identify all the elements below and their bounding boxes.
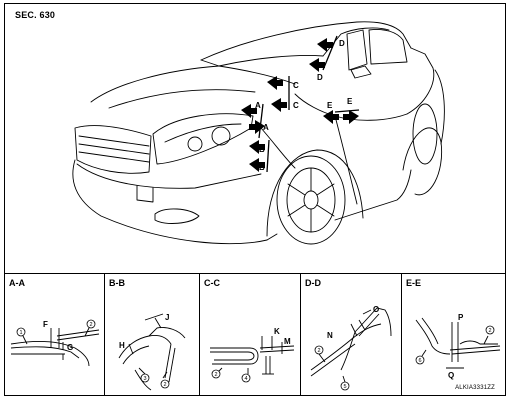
part-number: 2 (89, 322, 92, 328)
part-number: 2 (163, 382, 166, 388)
callout-d-lower: D (317, 73, 323, 82)
dim-q: Q (448, 371, 454, 380)
figure-code: ALKIA3331ZZ (455, 385, 495, 391)
section-panel-b: B-B J H 3 2 (105, 274, 199, 396)
diagram-frame: SEC. 630 (4, 3, 506, 396)
part-number: 3 (143, 376, 146, 382)
panel-title: A-A (9, 278, 25, 288)
part-number: 1 (19, 330, 22, 336)
part-number: 2 (214, 372, 217, 378)
dim-n: N (327, 331, 333, 340)
part-number: 2 (317, 348, 320, 354)
dim-m: M (284, 337, 291, 346)
callout-b-lower: B (259, 163, 265, 172)
callout-e-right: E (347, 97, 353, 106)
dim-k: K (274, 327, 280, 336)
callout-e-left: E (327, 101, 333, 110)
section-panel-d: D-D O N 2 5 (301, 274, 401, 396)
panel-separator (104, 274, 105, 396)
panel-title: E-E (406, 278, 422, 288)
car-illustration: A A B B C C D D E E (72, 21, 445, 245)
part-number: 2 (488, 328, 491, 334)
callout-b-upper: B (259, 145, 265, 154)
dim-p: P (458, 313, 464, 322)
panel-separator (199, 274, 200, 396)
panel-title: B-B (109, 278, 125, 288)
dim-f: F (43, 320, 48, 329)
panel-separator (300, 274, 301, 396)
panel-divider (5, 273, 505, 274)
dim-o: O (373, 305, 379, 314)
part-number: 6 (418, 358, 421, 364)
panel-title: D-D (305, 278, 321, 288)
section-panel-e: E-E P Q 6 2 (402, 274, 505, 396)
callout-c-lower: C (293, 101, 299, 110)
callout-d-upper: D (339, 39, 345, 48)
section-panel-a: A-A F G 1 2 (5, 274, 104, 396)
section-label: SEC. 630 (15, 10, 56, 20)
dim-j: J (165, 313, 169, 322)
callout-a-lower: A (263, 123, 269, 132)
section-panel-c: C-C K M 2 4 (200, 274, 300, 396)
panel-separator (401, 274, 402, 396)
dim-h: H (119, 341, 125, 350)
callout-c-upper: C (293, 81, 299, 90)
panel-title: C-C (204, 278, 220, 288)
part-number: 5 (343, 384, 346, 390)
dim-g: G (67, 343, 73, 352)
callout-a-upper: A (255, 101, 261, 110)
part-number: 4 (244, 376, 247, 382)
